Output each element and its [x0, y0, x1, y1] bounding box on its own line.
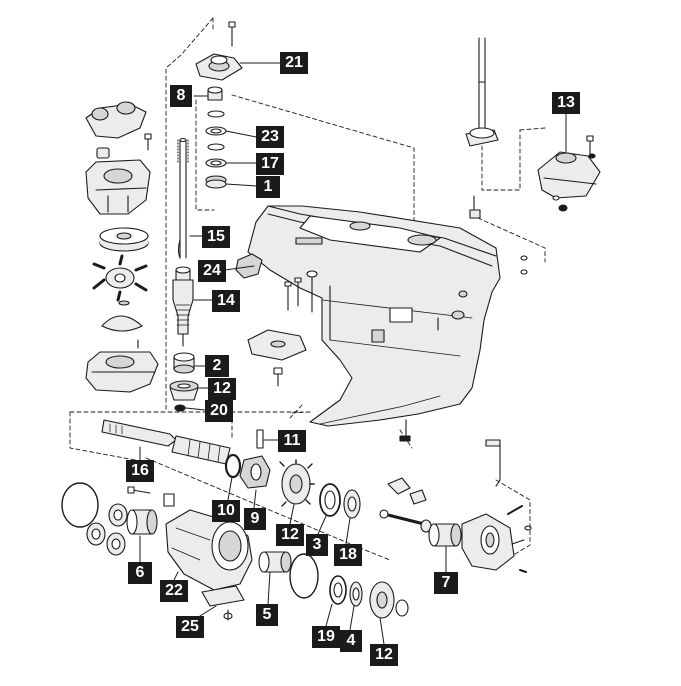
callout-4: 4	[340, 630, 362, 652]
water-pump-parts	[85, 101, 159, 393]
callout-12-middle: 12	[276, 524, 304, 546]
shift-linkage-parts	[379, 439, 532, 573]
callout-15: 15	[202, 226, 230, 248]
callout-14: 14	[212, 290, 240, 312]
callout-3: 3	[306, 534, 328, 556]
callout-22: 22	[160, 580, 188, 602]
part-13-assembly	[537, 135, 601, 212]
callout-21: 21	[280, 52, 308, 74]
callout-6: 6	[128, 562, 152, 584]
part-24	[235, 253, 263, 279]
callout-19: 19	[312, 626, 340, 648]
callout-25: 25	[176, 616, 204, 638]
callout-18: 18	[334, 544, 362, 566]
gearcase-housing	[247, 205, 501, 442]
bearing-carrier-parts	[163, 429, 409, 621]
callout-12-upper: 12	[208, 378, 236, 400]
driveshaft-parts	[169, 21, 243, 412]
callout-11: 11	[278, 430, 306, 452]
callout-20: 20	[205, 400, 233, 422]
shift-rod-parts	[465, 37, 528, 275]
callout-7: 7	[434, 572, 458, 594]
callout-10: 10	[212, 500, 240, 522]
callout-8: 8	[170, 85, 192, 107]
callout-9: 9	[244, 508, 266, 530]
callout-12-lower: 12	[370, 644, 398, 666]
housing-bolts	[273, 270, 465, 387]
callout-13: 13	[552, 92, 580, 114]
callout-5: 5	[256, 604, 278, 626]
trim-plate	[247, 329, 307, 361]
leader-lines	[139, 62, 567, 645]
seal-parts	[61, 482, 158, 556]
callout-23: 23	[256, 126, 284, 148]
callout-1: 1	[256, 176, 280, 198]
callout-2: 2	[205, 355, 229, 377]
assembly-guide-lines	[69, 17, 546, 561]
callout-16: 16	[126, 460, 154, 482]
callout-17: 17	[256, 153, 284, 175]
propshaft-assembly	[101, 419, 239, 475]
callout-24: 24	[198, 260, 226, 282]
